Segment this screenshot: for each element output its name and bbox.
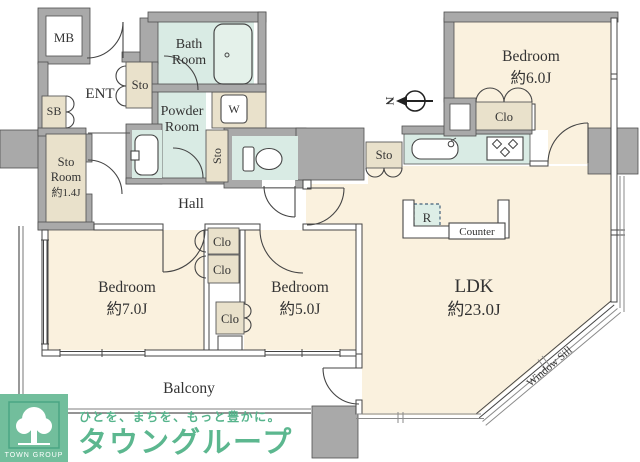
label-storage-room-size: 約1.4J (51, 185, 81, 199)
label-bedroom5-size: 約5.0J (280, 300, 321, 318)
label-storage-room-2: Room (51, 170, 82, 184)
label-bedroom5-name: Bedroom (271, 279, 329, 296)
label-storage-entrance: Sto (132, 78, 149, 92)
toilet-icon (242, 146, 283, 172)
label-bathroom-1: Bath (176, 37, 202, 52)
label-shoe-box: SB (47, 104, 62, 118)
washbasin-icon (130, 134, 159, 176)
bathtub-icon (213, 23, 253, 85)
label-bedroom7-name: Bedroom (98, 279, 156, 296)
logo-slogan: ひとを、まちを、もっと豊かに。 (79, 409, 281, 424)
label-storage-ldk: Sto (376, 148, 393, 162)
label-counter: Counter (459, 226, 495, 238)
north-label: N (383, 97, 397, 106)
label-washer: W (228, 102, 240, 116)
logo-brand-name: タウングループ (78, 426, 293, 459)
label-closet-1: Clo (213, 235, 231, 249)
window-sill-strip (356, 176, 625, 426)
label-powder-room-1: Powder (161, 104, 204, 119)
counter (402, 199, 510, 240)
label-balcony: Balcony (163, 380, 215, 397)
stove-icon (486, 136, 524, 161)
label-ldk-name: LDK (454, 276, 493, 297)
label-bathroom-2: Room (172, 53, 206, 68)
label-closet-3: Clo (221, 312, 239, 326)
storage-boxes (41, 61, 533, 335)
tree-logo-icon (16, 407, 52, 445)
label-hall: Hall (178, 196, 204, 212)
label-closet-bedroom6: Clo (495, 110, 513, 124)
washer-box-icon (220, 94, 248, 124)
logo-badge-text: TOWN GROUP (5, 452, 64, 459)
town-group-watermark: TOWN GROUP ひとを、まちを、もっと豊かに。 タウングループ (0, 394, 293, 462)
label-storage-powder: Sto (210, 148, 224, 164)
label-powder-room-2: Room (165, 120, 199, 135)
door-arcs (65, 21, 589, 405)
label-meter-box: MB (54, 30, 75, 45)
windows (41, 73, 625, 357)
label-bedroom6-name: Bedroom (502, 48, 560, 65)
label-closet-2: Clo (213, 263, 231, 277)
label-entrance: ENT (85, 86, 114, 102)
room-labels: MB ENT SB Sto Sto Room 約1.4J Bath Room P… (47, 30, 575, 397)
label-refrigerator: R (423, 210, 432, 225)
kitchen-sink-icon (411, 137, 459, 160)
label-bedroom6-size: 約6.0J (511, 69, 552, 87)
north-arrow-icon: N (383, 90, 433, 112)
label-storage-room-1: Sto (58, 155, 75, 169)
label-bedroom7-size: 約7.0J (107, 300, 148, 318)
label-ldk-size: 約23.0J (447, 300, 501, 319)
